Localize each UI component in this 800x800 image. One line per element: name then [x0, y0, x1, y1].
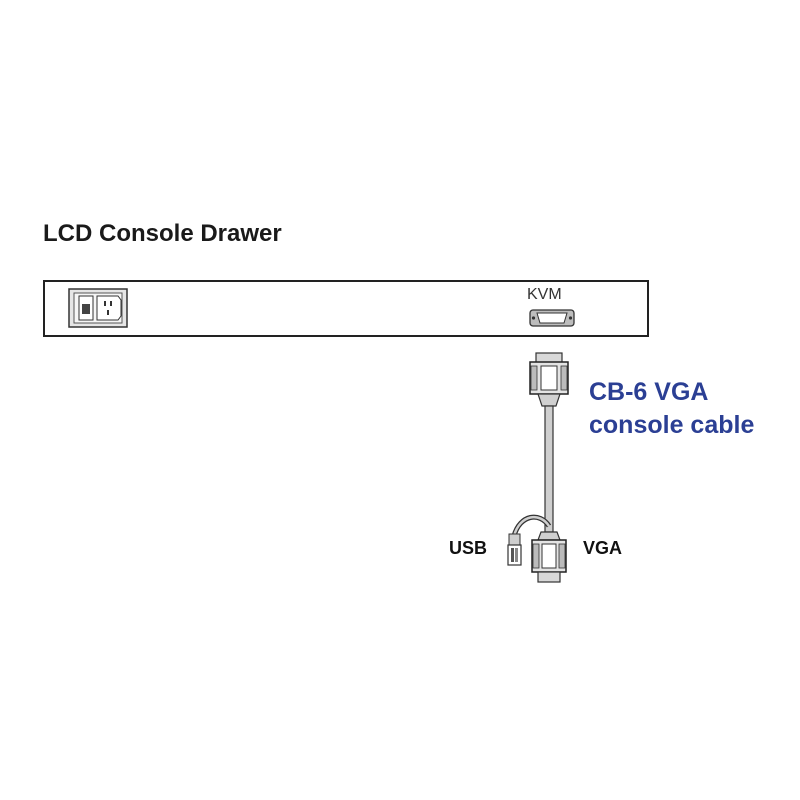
cable-name-line2: console cable [589, 411, 755, 439]
vga-port-icon [529, 309, 575, 327]
usb-label: USB [449, 538, 488, 558]
kvm-port-label: KVM [527, 286, 562, 303]
cable-name-line1: CB-6 VGA [589, 378, 709, 406]
cable [544, 405, 554, 533]
cable-name-label: CB-6 VGA console cable [589, 376, 754, 442]
vga-label: VGA [583, 538, 623, 558]
lcd-console-drawer-panel [43, 280, 649, 337]
usb-connector-icon [507, 533, 522, 566]
vga-connector-icon [529, 352, 569, 407]
vga-connector-icon [531, 531, 567, 583]
power-inlet-icon [68, 288, 128, 328]
diagram-title: LCD Console Drawer [43, 220, 282, 247]
